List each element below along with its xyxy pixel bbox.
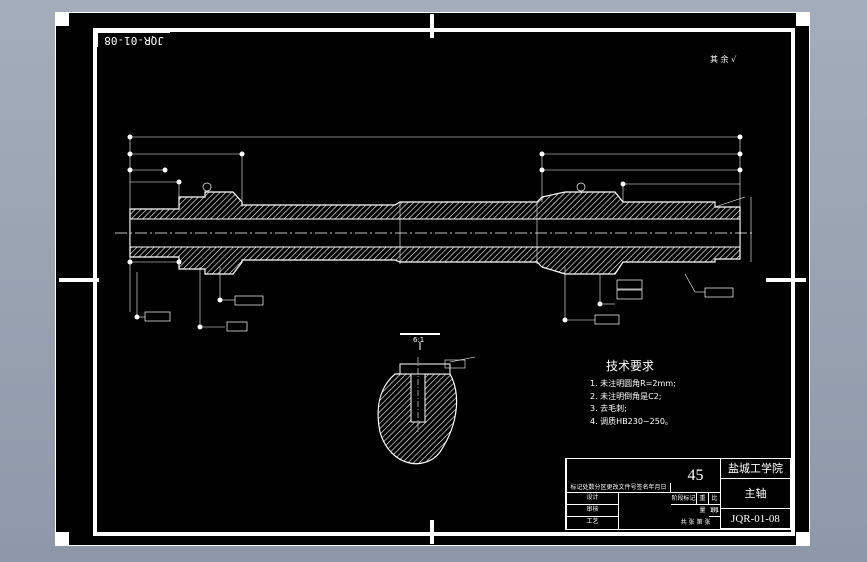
process-label: 工艺 xyxy=(567,517,619,529)
center-mark-right xyxy=(766,278,806,282)
tech-requirement-2: 2. 未注明倒角是C2; xyxy=(590,391,662,401)
svg-text:6:1: 6:1 xyxy=(413,336,424,344)
tolerance-frames xyxy=(144,182,734,332)
drawing-code: JQR-01-08 xyxy=(721,509,791,529)
center-mark-top xyxy=(430,14,434,38)
section-view: 6:1 xyxy=(377,333,476,465)
design-label: 设计 xyxy=(567,493,619,505)
tech-requirement-4: 4. 调质HB230~250。 xyxy=(590,416,673,426)
weight-label: 重量 xyxy=(697,493,709,514)
inner-frame xyxy=(93,28,795,536)
shaft-profile xyxy=(115,191,755,275)
revision-row-label: 标记处数分区更改文件号签名年月日 xyxy=(567,483,671,493)
roughness-note: 其 余 √ xyxy=(710,55,737,64)
stage-label: 阶段标记 xyxy=(671,493,697,505)
technical-requirements: 技术要求 1. 未注明圆角R=2mm; 2. 未注明倒角是C2; 3. 去毛刺;… xyxy=(590,357,676,428)
corner-mark xyxy=(796,532,810,546)
dimension-lines xyxy=(129,136,752,328)
shaft-drawing: 6:1 xyxy=(115,134,755,465)
center-mark-bottom xyxy=(430,520,434,544)
review-label: 审核 xyxy=(567,505,619,517)
part-name: 主轴 xyxy=(721,479,791,509)
corner-mark xyxy=(796,12,810,26)
scale-label: 比例 xyxy=(709,493,721,514)
tech-requirement-1: 1. 未注明圆角R=2mm; xyxy=(590,379,676,388)
center-mark-left xyxy=(59,278,99,282)
scale-value: 1:1 xyxy=(709,505,721,517)
drawing-sheet: JQR-01-08 其 余 √ xyxy=(55,12,810,546)
school-name: 盐城工学院 xyxy=(721,459,791,479)
outer-frame xyxy=(55,12,810,546)
material-cell: 45 xyxy=(671,459,721,493)
tech-requirement-3: 3. 去毛刺; xyxy=(590,404,627,413)
corner-mark xyxy=(55,532,69,546)
sheet-count: 共 张 第 张 xyxy=(671,517,721,529)
corner-mark xyxy=(55,12,69,26)
tech-requirements-title: 技术要求 xyxy=(606,359,655,373)
title-block: 45 盐城工学院 主轴 JQR-01-08 标记处数分区更改文件号签名年月日 设… xyxy=(565,458,792,530)
